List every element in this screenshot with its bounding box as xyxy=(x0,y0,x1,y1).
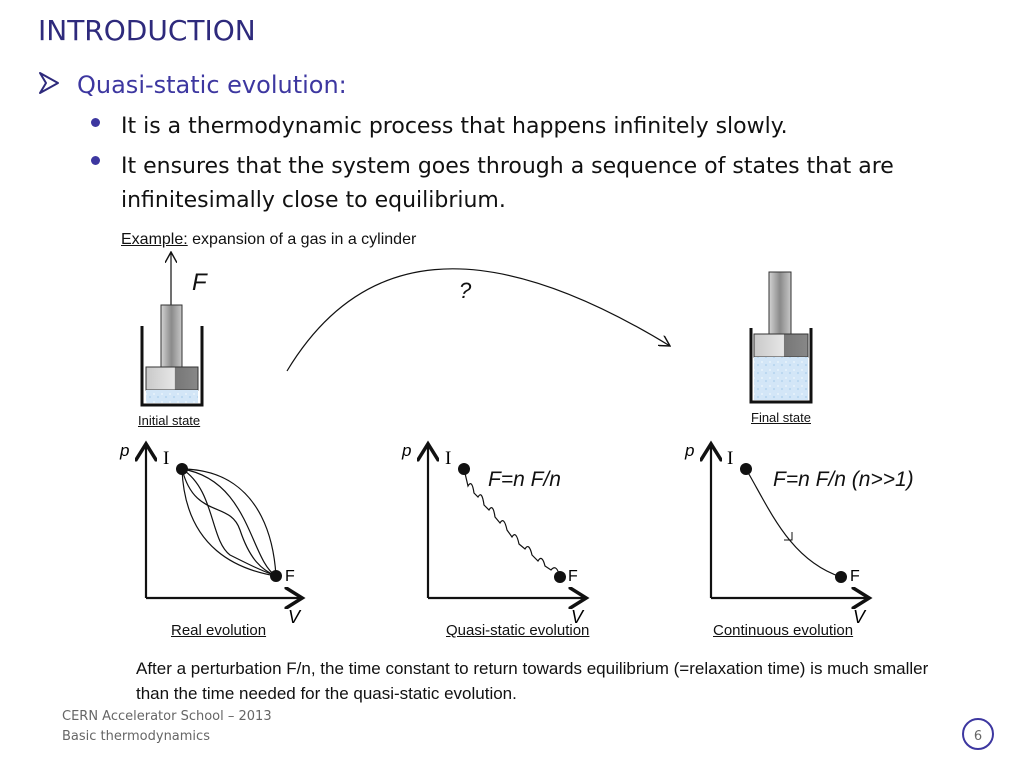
initial-state-caption: Initial state xyxy=(138,413,201,428)
bullet-dot-icon xyxy=(91,118,100,127)
page-number: 6 xyxy=(962,718,994,750)
example-caption: Example: expansion of a gas in a cylinde… xyxy=(121,231,416,249)
initial-label: I xyxy=(445,448,452,469)
footer-school: CERN Accelerator School – 2013 xyxy=(62,709,272,724)
bullet-text: It is a thermodynamic process that happe… xyxy=(121,114,788,139)
p-axis-label: p xyxy=(402,441,412,460)
quasi-static-equation: F=n F/n xyxy=(488,468,561,491)
initial-cylinder xyxy=(140,252,204,407)
continuous-equation: F=n F/n (n>>1) xyxy=(773,468,914,491)
force-label: F xyxy=(192,269,208,296)
graph-continuous-evolution xyxy=(678,436,878,636)
p-axis-label: p xyxy=(685,441,695,460)
final-label: F xyxy=(285,568,295,585)
transition-arrow xyxy=(286,268,670,372)
final-label: F xyxy=(568,568,578,585)
real-evolution-caption: Real evolution xyxy=(171,622,267,639)
v-axis-label: V xyxy=(288,607,301,627)
example-label: Example: xyxy=(121,231,188,248)
staircase-path xyxy=(463,468,566,579)
initial-point xyxy=(176,463,188,475)
path-curves xyxy=(181,468,277,577)
graph-real-evolution xyxy=(110,436,310,636)
initial-label: I xyxy=(727,448,734,469)
v-axis-label: V xyxy=(853,607,866,627)
example-text: expansion of a gas in a cylinder xyxy=(187,231,417,248)
initial-point xyxy=(740,463,752,475)
final-point xyxy=(270,570,282,582)
cylinder-illustration: F ? xyxy=(140,240,813,407)
slide-title: INTRODUCTION xyxy=(38,14,256,47)
continuous-caption: Continuous evolution xyxy=(713,622,854,639)
v-axis-label: V xyxy=(571,607,584,627)
quasi-static-caption: Quasi-static evolution xyxy=(446,622,590,639)
p-axis-label: p xyxy=(120,441,130,460)
final-label: F xyxy=(850,568,860,585)
final-state-caption: Final state xyxy=(751,410,811,425)
question-mark: ? xyxy=(459,278,472,303)
continuous-path xyxy=(745,468,842,578)
bullet-text: It ensures that the system goes through … xyxy=(121,154,894,213)
relaxation-note: After a perturbation F/n, the time const… xyxy=(136,659,929,703)
initial-point xyxy=(458,463,470,475)
arrow-bullet-icon xyxy=(39,72,59,94)
final-point xyxy=(554,571,566,583)
footer: CERN Accelerator School – 2013 Basic the… xyxy=(62,707,272,747)
section-heading: Quasi-static evolution: xyxy=(77,71,347,99)
graph-quasi-static-evolution xyxy=(395,436,595,636)
final-cylinder xyxy=(749,271,813,404)
bullet-dot-icon xyxy=(91,156,100,165)
initial-label: I xyxy=(163,448,170,469)
final-point xyxy=(835,571,847,583)
tiny-step-icon xyxy=(784,532,793,541)
footer-course: Basic thermodynamics xyxy=(62,729,210,744)
